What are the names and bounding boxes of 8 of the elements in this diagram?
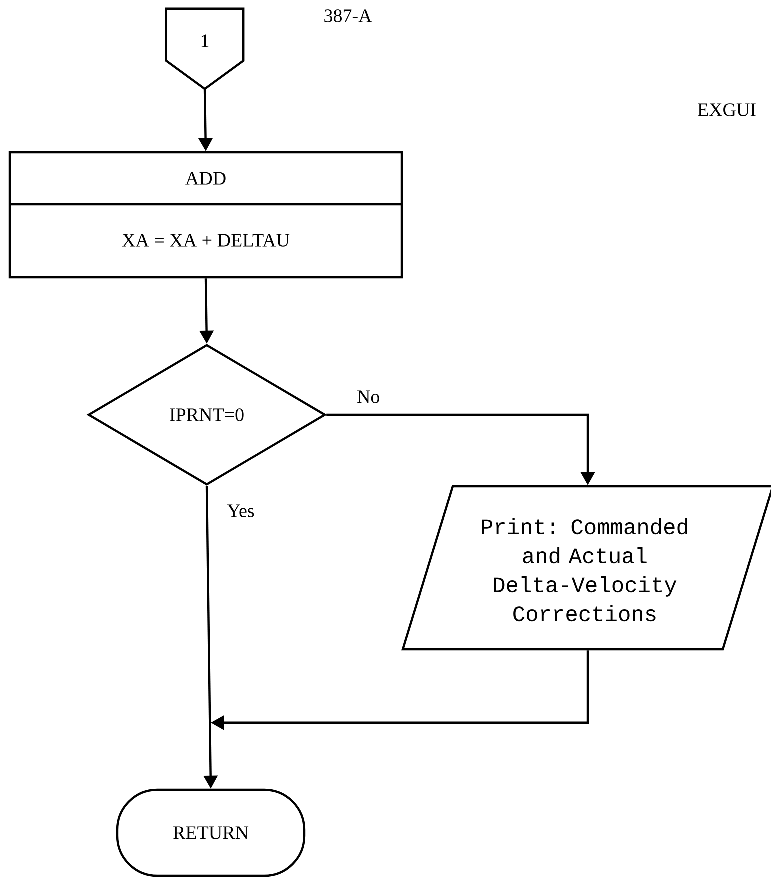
terminal-box: RETURN xyxy=(116,788,306,878)
offpage-connector: 1 xyxy=(165,8,245,90)
edge-label: No xyxy=(356,390,382,404)
page-number: 387-A xyxy=(324,10,372,22)
output-parallelogram: Print: Commanded and Actual Delta-Velocity Corrections xyxy=(402,485,771,651)
edge-label: Yes xyxy=(226,504,256,518)
process-box: ADD XA = XA + DELTAU xyxy=(8,151,404,279)
heading-fragment: EXGUI xyxy=(698,104,756,116)
